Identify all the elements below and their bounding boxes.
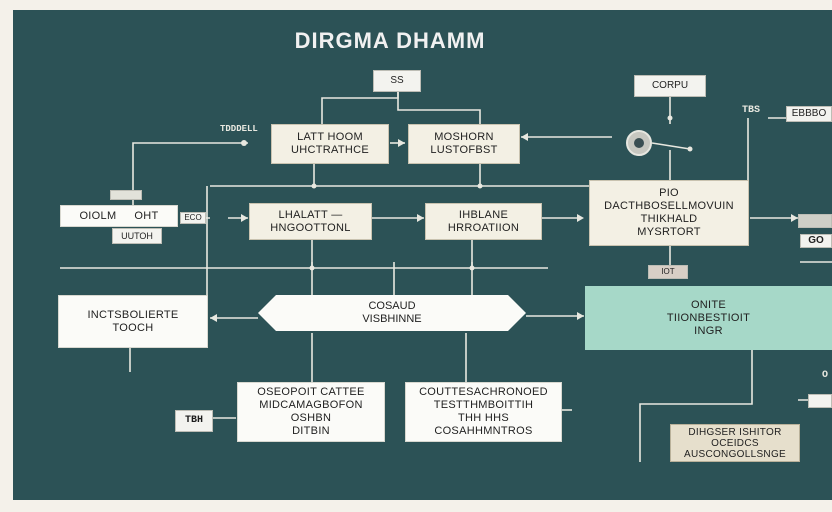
box-bottom-right-line-1: DIHGSER ISHITOR <box>688 426 782 438</box>
box-right-process: PIO DACTHBOSELLMOVUIN THIKHALD MYSRTORT <box>589 180 749 246</box>
connector-ss-to-top-middle <box>397 92 481 124</box>
tag-ebbbo: EBBBO <box>786 106 832 122</box>
box-oiolm: OIOLM OHT <box>60 205 178 227</box>
box-bottom-left-line-3: OSHBN <box>290 412 332 424</box>
arrow-head <box>210 314 217 322</box>
box-top-middle-line-1: MOSHORN <box>434 131 494 143</box>
box-mid-middle-line-1: IHBLANE <box>458 208 509 221</box>
box-left-bottom-line-2: TOOCH <box>112 321 154 334</box>
junction-dot <box>469 265 475 271</box>
hex-center-line-2: VISBHINNE <box>362 313 422 325</box>
box-left-bottom-line-1: INCTSBOLIERTE <box>87 308 179 321</box>
arrow-head <box>791 214 798 222</box>
box-bottom-middle-line-3: THH HHS <box>458 412 509 424</box>
connector-tdddell-left <box>132 142 248 205</box>
box-mid-left: LHALATT — HNGOOTTONL <box>249 203 372 240</box>
arrow-head <box>417 214 424 222</box>
junction-dot <box>309 265 315 271</box>
hex-center-node: COSAUD VISBHINNE <box>258 295 526 331</box>
junction-dot <box>311 183 317 189</box>
tag-oiolm-small <box>110 190 142 200</box>
diagram-title: DIRGMA DHAMM <box>294 28 486 53</box>
box-top-middle-line-2: LUSTOFBST <box>430 144 498 156</box>
box-bottom-middle-line-1: COUTTESACHRONOED <box>419 386 548 398</box>
tag-eco: ECO <box>180 212 206 224</box>
tag-tdddell: TDDDELL <box>220 124 258 134</box>
tag-right-edge <box>808 394 832 408</box>
box-mid-left-line-2: HNGOOTTONL <box>270 221 351 234</box>
tag-tbh: TBH <box>184 415 203 426</box>
tag-process-below: IOT <box>648 265 688 279</box>
box-oiolm-left: OIOLM <box>79 209 117 222</box>
tag-tbh-box: TBH <box>175 410 213 432</box>
box-right-process-line-3: THIKHALD <box>640 213 698 225</box>
box-bottom-left-line-2: MIDCAMAGBOFON <box>259 399 363 411</box>
box-bottom-right-line-3: AUSCONGOLLSNGE <box>683 448 786 460</box>
arrow-head <box>241 214 248 222</box>
connector-gear-right <box>651 142 691 150</box>
junction-dot <box>477 183 483 189</box>
box-mid-middle: IHBLANE HRROATIION <box>425 203 542 240</box>
box-top-left-line-1: LATT HOOM <box>297 131 363 143</box>
box-top-middle: MOSHORN LUSTOFBST <box>408 124 520 164</box>
box-mint-line-3: INGR <box>694 324 723 337</box>
junction-dot <box>667 115 673 121</box>
junction-dot <box>241 140 247 146</box>
connector-mint-bottom-right <box>639 350 753 462</box>
box-oiolm-right: OHT <box>134 209 159 222</box>
arrow-head <box>398 139 405 147</box>
tag-tbs: TBS <box>742 105 761 116</box>
box-bottom-middle-line-4: COSAHHMNTROS <box>434 425 533 437</box>
box-mint: ONITE TIIONBESTIOIT INGR <box>585 286 832 350</box>
box-mint-line-2: TIIONBESTIOIT <box>666 311 751 324</box>
tag-o: O <box>822 370 829 381</box>
tag-ss: SS <box>373 70 421 92</box>
box-bottom-middle-line-2: TESTTHMBOITTIH <box>433 399 534 411</box>
connector-ss-to-top-left <box>321 92 399 124</box>
gear-icon <box>626 130 652 156</box>
box-bottom-middle: COUTTESACHRONOED TESTTHMBOITTIH THH HHS … <box>405 382 562 442</box>
box-mid-middle-line-2: HRROATIION <box>447 221 520 234</box>
box-right-process-line-1: PIO <box>659 187 679 199</box>
box-right-process-line-4: MYSRTORT <box>637 226 701 238</box>
box-mint-line-1: ONITE <box>690 298 727 311</box>
box-bottom-right-line-2: OCEIDCS <box>711 437 759 449</box>
tag-uutoh: UUTOH <box>112 228 162 244</box>
box-top-left-line-2: UHCTRATHCE <box>291 144 369 156</box>
tag-go: GO <box>800 234 832 248</box>
tag-corpu: CORPU <box>634 75 706 97</box>
box-right-process-line-2: DACTHBOSELLMOVUIN <box>604 200 734 212</box>
box-top-left: LATT HOOM UHCTRATHCE <box>271 124 389 164</box>
box-mid-left-line-1: LHALATT — <box>278 208 343 221</box>
arrow-head <box>577 312 584 320</box>
junction-dot <box>687 146 693 152</box>
box-left-bottom: INCTSBOLIERTE TOOCH <box>58 295 208 348</box>
arrow-head <box>521 133 528 141</box>
box-bottom-right: DIHGSER ISHITOR OCEIDCS AUSCONGOLLSNGE <box>670 424 800 462</box>
box-bottom-left-line-4: DITBIN <box>292 425 330 437</box>
box-bottom-left-line-1: OSEOPOIT CATTEE <box>257 386 365 398</box>
hex-center-line-1: COSAUD <box>368 300 416 312</box>
tag-right-small <box>798 214 832 228</box>
box-bottom-left: OSEOPOIT CATTEE MIDCAMAGBOFON OSHBN DITB… <box>237 382 385 442</box>
arrow-head <box>577 214 584 222</box>
